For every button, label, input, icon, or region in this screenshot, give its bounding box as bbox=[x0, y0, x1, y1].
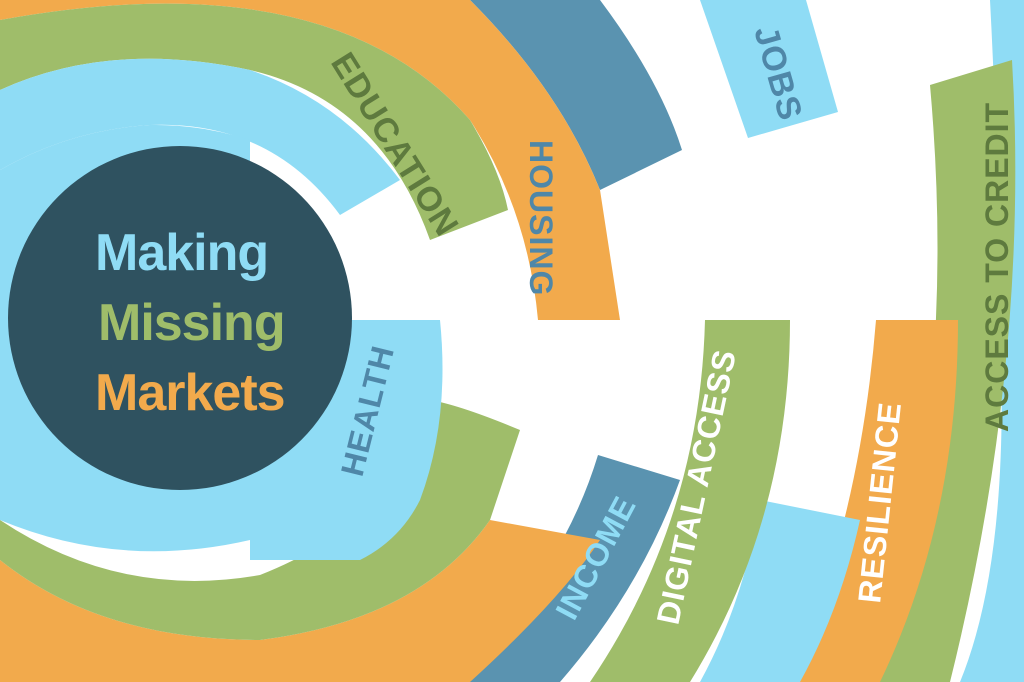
ring-steel-blue-outer bbox=[470, 0, 682, 190]
ribbon-jobs bbox=[700, 0, 838, 138]
ring-green-education bbox=[0, 3, 508, 240]
label-housing: HOUSING bbox=[523, 140, 559, 296]
title-line-markets: Markets bbox=[95, 364, 285, 422]
ribbon-digital-access bbox=[590, 320, 790, 682]
label-access-to-credit: ACCESS TO CREDIT bbox=[979, 102, 1015, 432]
ring-green-bottom bbox=[0, 380, 520, 640]
center-circle bbox=[8, 146, 352, 490]
ring-light-blue-top bbox=[0, 58, 400, 215]
title-line-making: Making bbox=[95, 224, 268, 282]
ring-orange-top bbox=[0, 0, 620, 320]
ring-orange-bottom bbox=[0, 470, 600, 682]
title-line-missing: Missing bbox=[98, 294, 285, 352]
ribbon-light-blue-lower bbox=[700, 500, 860, 682]
